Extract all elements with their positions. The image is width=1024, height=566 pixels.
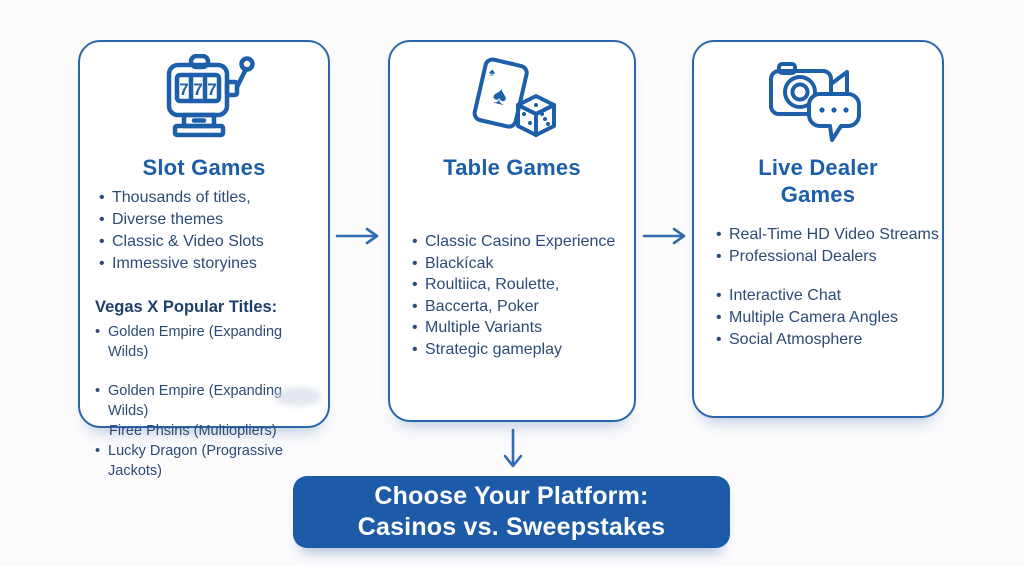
banner-line-2: Casinos vs. Sweepstakes [357,513,666,541]
list-item: Classic Casino Experience [412,231,630,253]
camera-chat-icon [694,54,942,148]
list-item: Multiple Camera Angles [716,307,940,329]
card-title: Live Dealer Games [758,155,878,207]
card-table-games: ♠ ♠ Table Games Classic Casino Experienc… [388,40,636,422]
platform-choice-banner: Choose Your Platform: Casinos vs. Sweeps… [293,476,730,548]
banner-line-1: Choose Your Platform: [374,482,649,510]
list-item: Classic & Video Slots [99,231,322,253]
list-item: Real-Time HD Video Streams [716,224,940,246]
arrow-right-icon [334,226,382,251]
slot-features-list: Thousands of titles, Diverse themes Clas… [80,187,328,275]
list-item: Baccerta, Poker [412,296,630,318]
list-item: Interactive Chat [716,285,940,307]
spade-center: ♠ [490,79,510,111]
list-item: Immessive storyines [99,253,322,275]
list-item: Professional Dealers [716,246,940,268]
slot-machine-icon: 7 7 7 [80,54,328,148]
list-item: Golden Empire (Expanding Wilds) Firee Ph… [95,381,326,441]
list-item: Social Atmosphere [716,329,940,351]
live-dealer-features-list-2: Interactive Chat Multiple Camera Angles … [694,285,942,351]
playing-card-dice-icon: ♠ ♠ [390,54,634,148]
list-item: Multiple Variants [412,317,630,339]
list-item: Diverse themes [99,209,322,231]
watermark-smudge [274,387,322,406]
list-item: Lucky Dragon (Prograssive Jackots) [95,441,326,481]
list-item: Golden Empire (Expanding Wilds) [95,322,326,362]
reel-seven: 7 [179,80,188,99]
popular-titles-list: Golden Empire (Expanding Wilds) Golden E… [80,322,328,481]
card-live-dealer-games: Live Dealer Games Real-Time HD Video Str… [692,40,944,418]
list-item: Thousands of titles, [99,187,322,209]
live-dealer-features-list-1: Real-Time HD Video Streams Professional … [694,224,942,268]
arrow-right-icon [641,226,689,251]
list-item: Roultiica, Roulette, [412,274,630,296]
table-features-list: Classic Casino Experience Blackícak Roul… [390,231,634,360]
reel-seven: 7 [193,80,202,99]
spade-corner: ♠ [488,66,497,79]
card-title: Table Games [443,155,581,180]
popular-titles-heading: Vegas X Popular Titles: [95,298,278,316]
arrow-down-icon [502,427,524,476]
card-slot-games: 7 7 7 Slot Games Thousands of titles, Di… [78,40,330,479]
card-title: Slot Games [142,155,266,180]
list-item: Blackícak [412,253,630,275]
reel-seven: 7 [207,80,216,99]
list-item: Strategic gameplay [412,339,630,361]
